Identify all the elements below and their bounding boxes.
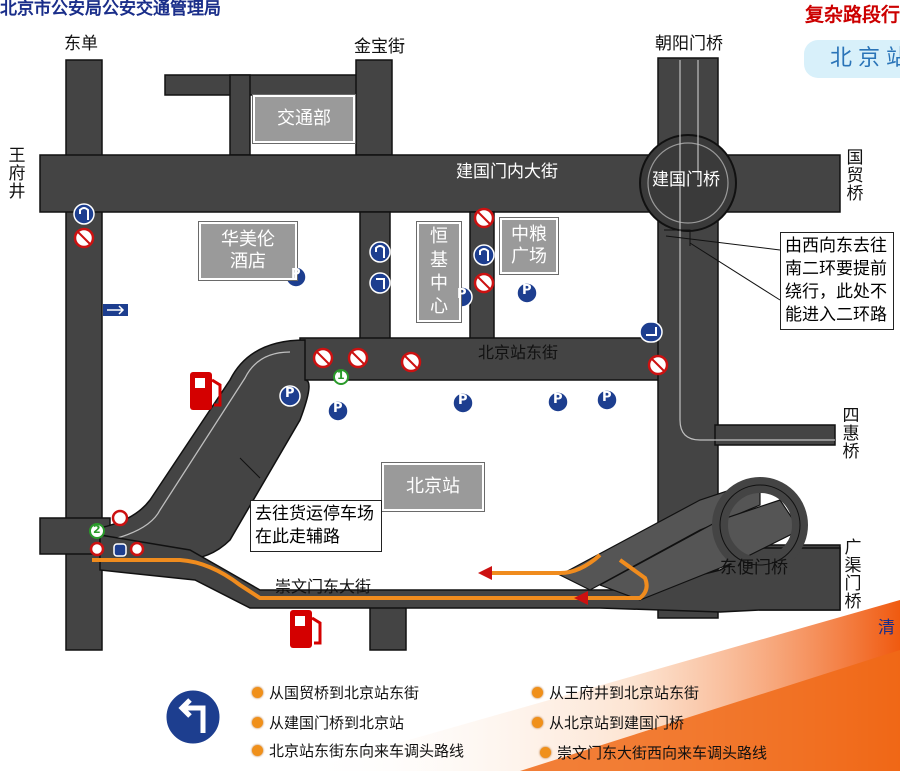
marker-1-label: 1	[337, 369, 345, 382]
no-turn-sign-icon	[89, 541, 105, 557]
parking-letter: P	[291, 267, 301, 282]
one-way-arrow-icon	[107, 305, 125, 315]
sign-slashes	[77, 211, 665, 372]
roundabout-inner-line	[647, 142, 729, 224]
label-station-east-street: 北京站东街	[478, 343, 559, 362]
left-turn-arrow-icon	[178, 698, 206, 733]
parking-letter: P	[333, 401, 343, 416]
callout-ring-road-note: 由西向东去往南二环要提前绕行，此处不能进入二环路	[780, 232, 894, 330]
label-qing: 清	[878, 618, 895, 638]
road-curve-line	[109, 351, 291, 541]
label-jianguomenqiao: 建国门桥	[652, 170, 720, 190]
tab-beijing-station[interactable]: 北京站	[804, 40, 900, 78]
label-jinbaojie: 金宝街	[354, 37, 405, 57]
building-jiaotongbu: 交通部	[252, 94, 356, 144]
parking-letter: P	[285, 386, 295, 401]
agency-title: 北京市公安局公安交通管理局	[0, 0, 221, 19]
gas-station-icon-1	[190, 372, 222, 410]
building-zhongliang: 中粮广场	[499, 217, 559, 275]
legend-item-wangfujing-to-station: 从王府井到北京站东街	[532, 682, 699, 703]
road-top-small-v	[229, 74, 251, 156]
parking-letter: P	[458, 393, 468, 408]
ramp-1	[558, 479, 761, 591]
label-jianguomen-avenue: 建国门内大街	[456, 162, 558, 182]
callout-pointer-1	[665, 235, 781, 251]
parking-letter: P	[522, 283, 532, 298]
lane-sign-icon	[113, 543, 127, 557]
legend-item-jianguomen-to-station: 从建国门桥到北京站	[252, 712, 404, 733]
parking-letter: P	[553, 392, 563, 407]
gas-station-icon-2	[290, 610, 322, 648]
marker-2-label: 2	[93, 523, 101, 536]
label-dongbianmenqiao: 东便门桥	[720, 558, 788, 578]
parking-icon	[596, 389, 618, 411]
building-hengji: 恒基中心	[416, 221, 462, 323]
right-turn-sign-icon	[639, 321, 663, 343]
page-title: 复杂路段行	[804, 4, 900, 26]
label-chaoyangmenqiao: 朝阳门桥	[655, 34, 723, 54]
parking-icon	[516, 282, 538, 304]
route-arrow-2	[574, 591, 588, 605]
label-wangfujing: 王府井	[8, 146, 26, 202]
label-dongdan: 东单	[64, 34, 98, 54]
legend-dot-icon	[252, 745, 263, 756]
marker-1-icon	[333, 369, 349, 385]
callout-pointer-2	[689, 242, 781, 301]
interchange-loop-outline	[719, 484, 801, 566]
callout-pointer-3	[239, 457, 261, 479]
label-guangqumenqiao: 广渠门桥	[844, 538, 862, 612]
building-huameilun: 华美伦酒店	[198, 221, 298, 281]
parking-letter: P	[457, 287, 467, 302]
marker-2-icon	[89, 523, 105, 539]
route-orange-main	[92, 558, 649, 600]
road-jinbaojie	[355, 59, 393, 156]
parking-icon	[279, 385, 301, 407]
no-turn-sign-icon	[129, 541, 145, 557]
legend-dot-icon	[252, 687, 263, 698]
legend-item-chongwenmen-uturn: 崇文门东大街西向来车调头路线	[540, 742, 767, 763]
legend-dot-icon	[532, 717, 543, 728]
legend-item-guomao-to-station: 从国贸桥到北京站东街	[252, 682, 419, 703]
road-sihui	[714, 424, 836, 446]
label-chongwenmen-avenue: 崇文门东大街	[275, 577, 372, 596]
no-turn-sign-icon	[111, 509, 129, 527]
legend-dot-icon	[540, 747, 551, 758]
roundabout-jianguomen	[639, 134, 737, 232]
parking-icon	[547, 391, 569, 413]
callout-freight-note: 去往货运停车场在此走辅路	[250, 500, 382, 552]
legend-dot-icon	[252, 717, 263, 728]
decorative-band-strong	[520, 650, 900, 771]
parking-letter: P	[602, 390, 612, 405]
label-guomaoqiao: 国贸桥	[846, 148, 864, 204]
legend-item-station-to-jianguomen: 从北京站到建国门桥	[532, 712, 684, 733]
callout-pointer-mark	[664, 229, 691, 246]
route-arrow-1	[478, 566, 492, 580]
building-beijingzhan: 北京站	[381, 462, 485, 512]
lane-line-sihui	[679, 60, 835, 441]
label-sihuiqiao: 四惠桥	[842, 406, 860, 462]
left-turn-sign-icon	[369, 272, 391, 294]
left-turn-big-sign-icon	[163, 687, 223, 747]
parking-icon	[452, 392, 474, 414]
legend-dot-icon	[532, 687, 543, 698]
parking-icon	[327, 400, 349, 422]
legend-item-station-east-uturn: 北京站东街东向来车调头路线	[252, 740, 464, 761]
road-top-small	[164, 74, 376, 96]
turn-sign-arrows	[79, 207, 657, 336]
route-orange-upper	[485, 553, 602, 575]
